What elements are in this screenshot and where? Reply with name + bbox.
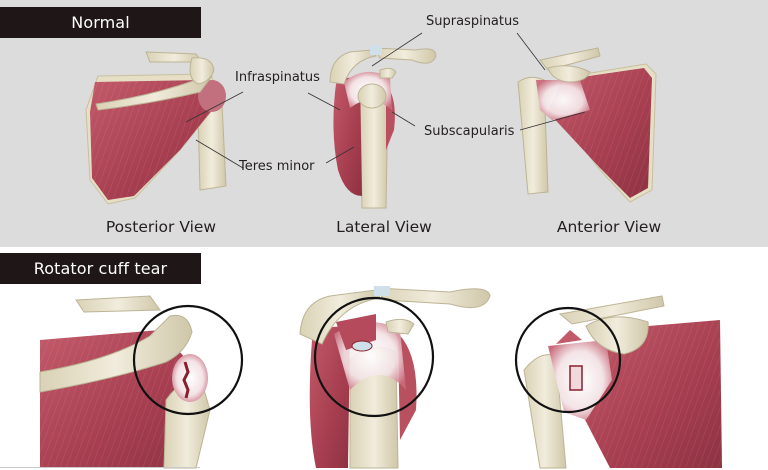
caption-anterior-view: Anterior View [556, 218, 662, 236]
tear-posterior-illustration [39, 295, 244, 469]
tear-highlight-circle [313, 296, 435, 418]
caption-lateral-view: Lateral View [336, 218, 432, 236]
caption-posterior-view: Posterior View [105, 218, 217, 236]
label-infraspinatus: Infraspinatus [235, 70, 320, 85]
tear-lateral-illustration [299, 286, 491, 469]
tear-anterior-illustration [514, 295, 722, 469]
normal-posterior-illustration [85, 51, 227, 205]
section-title-normal: Normal [0, 7, 201, 38]
normal-anterior-illustration [517, 47, 657, 203]
tear-highlight-circle [132, 304, 244, 416]
section-title-rotator-cuff-tear: Rotator cuff tear [0, 253, 201, 284]
normal-lateral-illustration [329, 46, 437, 209]
leader-lines [185, 32, 586, 169]
bottom-divider [0, 467, 200, 468]
label-teres-minor: Teres minor [239, 159, 315, 174]
label-supraspinatus: Supraspinatus [426, 14, 520, 29]
tear-highlight-circle [514, 306, 622, 414]
label-subscapularis: Subscapularis [424, 124, 515, 139]
